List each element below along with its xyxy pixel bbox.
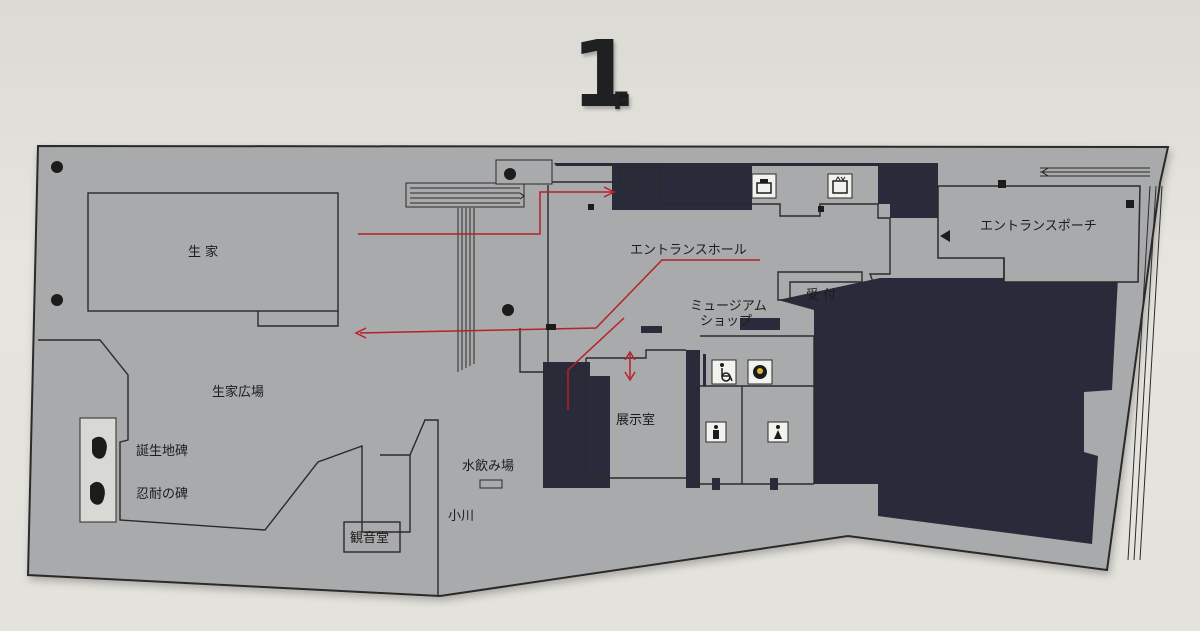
floor-number: 1 <box>571 21 636 128</box>
floor-suffix: F <box>613 87 630 115</box>
dark-areas <box>543 163 1118 544</box>
columns <box>51 161 1134 330</box>
route-lines <box>354 186 760 410</box>
stairs <box>405 159 1163 561</box>
label-entrance-hall: エントランスホール <box>630 243 747 258</box>
direction-arrow-icon <box>940 230 950 242</box>
baby-changing-icon <box>747 359 773 385</box>
coin-locker-icon <box>751 173 777 199</box>
kannondo-box <box>343 521 401 553</box>
label-tanjo-chihi: 誕生地碑 <box>136 443 188 459</box>
label-tenjishitsu: 展示室 <box>616 412 655 428</box>
direction-arrow-icon <box>1041 167 1049 177</box>
mens-restroom-icon <box>705 421 727 443</box>
water-fountain <box>479 479 503 489</box>
label-seika-hiroba: 生家広場 <box>212 384 264 400</box>
label-uketsuke: 受 付 <box>806 288 836 303</box>
direction-arrow-icon <box>519 192 525 200</box>
wheelchair-restroom-icon <box>711 359 737 385</box>
plinths <box>712 478 778 490</box>
label-museum-shop-1: ミュージアム <box>690 299 767 314</box>
label-ninnai-hi: 忍耐の碑 <box>136 486 188 502</box>
label-mizunomiba: 水飲み場 <box>462 458 514 474</box>
label-entrance-porch: エントランスポーチ <box>980 219 1097 234</box>
label-kannondo: 観音堂 <box>350 530 389 546</box>
floor-title: 1 F <box>565 25 655 125</box>
monument-stones <box>79 417 117 523</box>
elevator-icon <box>827 173 853 199</box>
label-museum-shop-2: ショップ <box>700 314 752 329</box>
interior-walls <box>38 167 1005 595</box>
label-ogawa: 小川 <box>448 509 474 524</box>
womens-restroom-icon <box>767 421 789 443</box>
label-seika: 生 家 <box>188 244 218 260</box>
